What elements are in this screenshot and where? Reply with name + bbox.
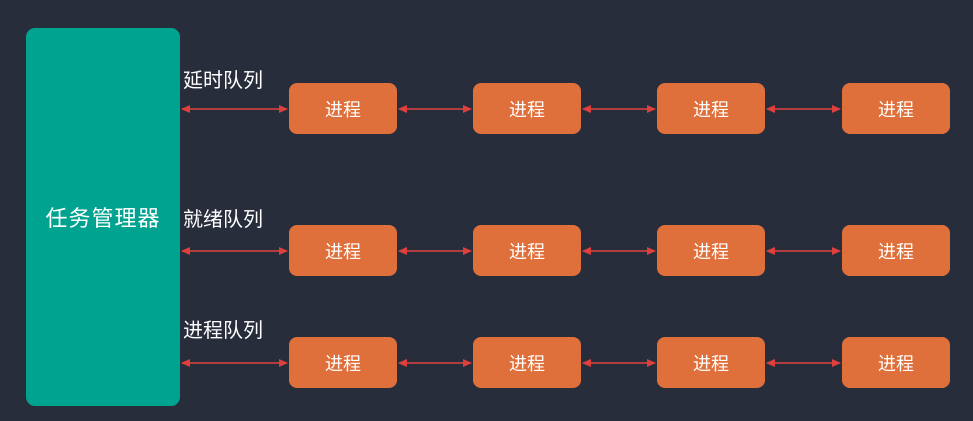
process-label: 进程	[325, 353, 361, 375]
process-node: 进程	[657, 337, 765, 388]
process-node: 进程	[289, 337, 397, 388]
process-label: 进程	[693, 99, 729, 121]
process-label: 进程	[325, 241, 361, 263]
queue-label-process: 进程队列	[183, 318, 263, 342]
process-label: 进程	[878, 241, 914, 263]
process-label: 进程	[509, 99, 545, 121]
process-label: 进程	[509, 353, 545, 375]
process-label: 进程	[693, 353, 729, 375]
process-label: 进程	[878, 353, 914, 375]
process-label: 进程	[509, 241, 545, 263]
queue-label-delay: 延时队列	[183, 68, 263, 92]
process-node: 进程	[842, 83, 950, 134]
process-node: 进程	[842, 225, 950, 276]
process-label: 进程	[325, 99, 361, 121]
process-node: 进程	[473, 337, 581, 388]
queue-label-ready: 就绪队列	[183, 207, 263, 231]
process-node: 进程	[842, 337, 950, 388]
task-manager-box: 任务管理器	[26, 28, 180, 406]
process-node: 进程	[473, 83, 581, 134]
process-label: 进程	[693, 241, 729, 263]
process-node: 进程	[289, 83, 397, 134]
process-node: 进程	[657, 225, 765, 276]
process-label: 进程	[878, 99, 914, 121]
task-manager-label: 任务管理器	[45, 207, 161, 232]
process-node: 进程	[657, 83, 765, 134]
process-node: 进程	[473, 225, 581, 276]
process-node: 进程	[289, 225, 397, 276]
